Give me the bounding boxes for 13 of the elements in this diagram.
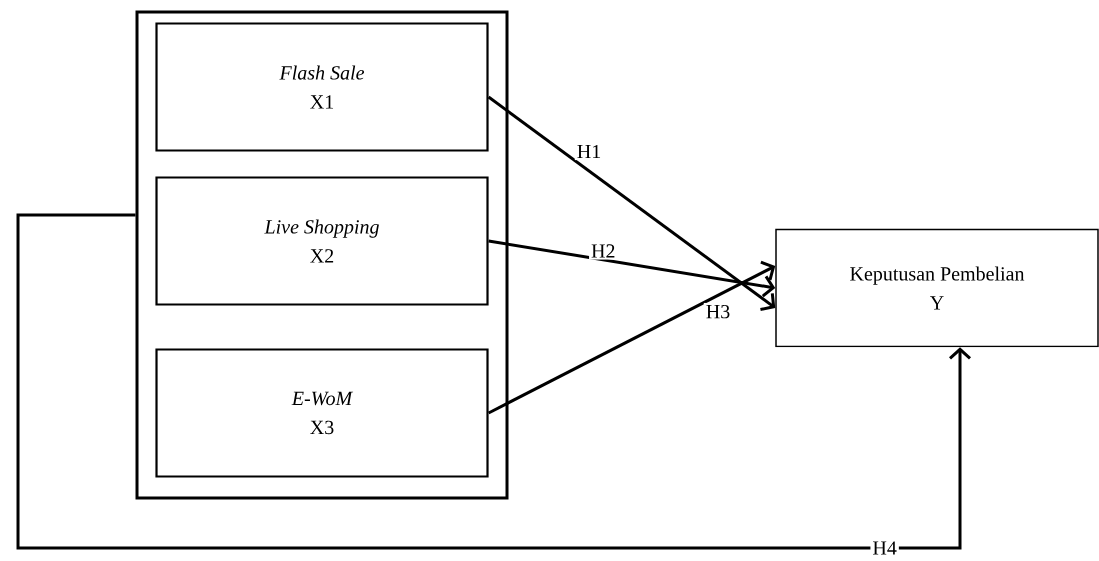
variable-box: Live Shopping X2 bbox=[155, 176, 489, 306]
edge-label: H4 bbox=[870, 539, 899, 557]
arrow bbox=[16, 213, 971, 550]
edge-label: H1 bbox=[574, 142, 604, 161]
edge-label: H2 bbox=[589, 242, 618, 260]
outcome-box: Keputusan Pembelian Y bbox=[775, 228, 1099, 348]
arrow bbox=[487, 260, 776, 415]
group-box bbox=[135, 10, 509, 500]
arrow bbox=[487, 95, 776, 311]
arrow bbox=[488, 239, 776, 298]
variable-box: E-WoM X3 bbox=[155, 348, 489, 478]
edge-label: H3 bbox=[703, 302, 733, 321]
variable-box: Flash Sale X1 bbox=[155, 22, 489, 152]
